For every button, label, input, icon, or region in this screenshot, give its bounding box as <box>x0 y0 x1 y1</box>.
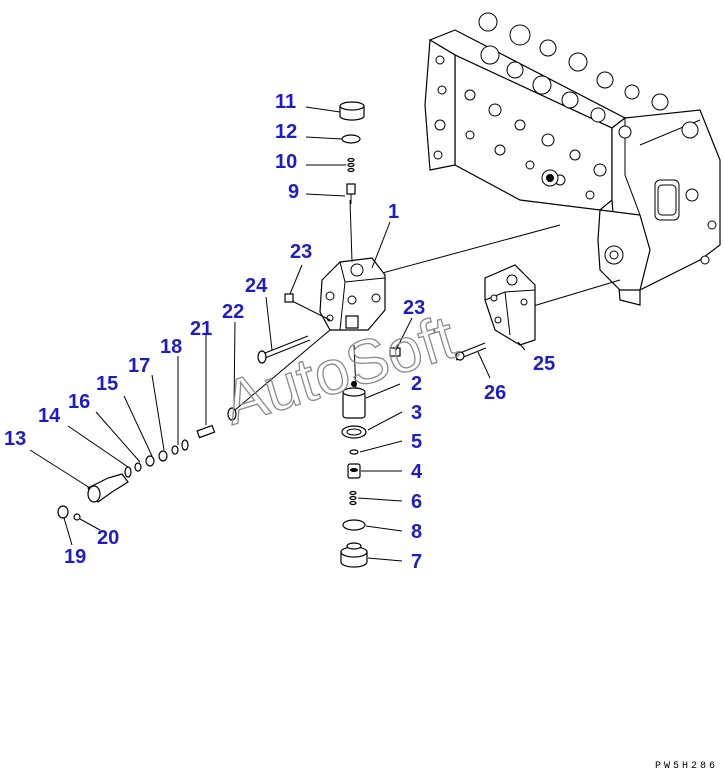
sleeve-2 <box>342 381 366 419</box>
part-label-13: 13 <box>4 428 26 450</box>
part-label-1: 1 <box>388 201 399 223</box>
ring-20 <box>73 513 81 521</box>
part-label-17: 17 <box>128 355 150 377</box>
spring-6 <box>349 490 357 506</box>
part-label-24: 24 <box>245 275 268 297</box>
part-label-22: 22 <box>222 301 244 323</box>
part-label-8: 8 <box>411 521 422 543</box>
part-label-25: 25 <box>533 353 555 375</box>
part-label-19: 19 <box>64 546 86 568</box>
ring-15 <box>134 462 142 472</box>
ring-16 <box>145 455 155 467</box>
o-ring-12 <box>341 134 361 144</box>
plug-7 <box>340 542 368 568</box>
plug-11 <box>339 101 365 121</box>
part-label-11: 11 <box>275 91 296 113</box>
part-label-6: 6 <box>411 491 422 513</box>
part-label-26: 26 <box>484 382 506 404</box>
ring-17 <box>158 450 168 462</box>
part-label-18: 18 <box>160 336 182 358</box>
bolt-24 <box>257 335 311 364</box>
pin-21 <box>196 424 216 439</box>
part-label-15: 15 <box>96 373 118 395</box>
ring-3 <box>341 425 367 439</box>
screw-23-right <box>389 347 401 357</box>
part-number-labels: 11 12 10 9 1 23 24 23 22 21 18 17 15 16 … <box>4 91 555 573</box>
relief-valve-13 <box>87 473 129 503</box>
part-label-7: 7 <box>411 551 422 573</box>
ring-5 <box>349 449 359 455</box>
part-label-23b: 23 <box>403 297 425 319</box>
spring-10 <box>347 157 355 173</box>
part-label-20: 20 <box>97 527 119 549</box>
bolt-26 <box>454 342 487 361</box>
part-label-4: 4 <box>411 461 423 483</box>
valve-housing <box>319 257 386 331</box>
part-label-12: 12 <box>275 121 297 143</box>
part-label-10: 10 <box>275 151 297 173</box>
part-label-16: 16 <box>68 391 90 413</box>
cover-25 <box>484 264 536 346</box>
part-label-2: 2 <box>411 373 422 395</box>
poppet-4 <box>347 463 361 479</box>
ring-14 <box>124 466 132 478</box>
poppet-9 <box>346 183 356 204</box>
plug-19 <box>57 505 69 519</box>
part-label-23a: 23 <box>290 241 312 263</box>
part-label-21: 21 <box>190 318 212 340</box>
drawing-code: PW5H286 <box>655 761 718 772</box>
ring-22 <box>227 407 237 421</box>
main-valve-block <box>374 12 721 311</box>
part-label-9: 9 <box>288 181 299 203</box>
part-label-14: 14 <box>38 405 61 427</box>
part-label-3: 3 <box>411 402 422 424</box>
o-ring-8 <box>342 519 366 531</box>
washer-18b <box>181 439 189 451</box>
screw-23-left <box>284 293 294 303</box>
leader-lines <box>29 106 526 562</box>
part-label-5: 5 <box>411 431 422 453</box>
ring-18 <box>171 445 179 455</box>
